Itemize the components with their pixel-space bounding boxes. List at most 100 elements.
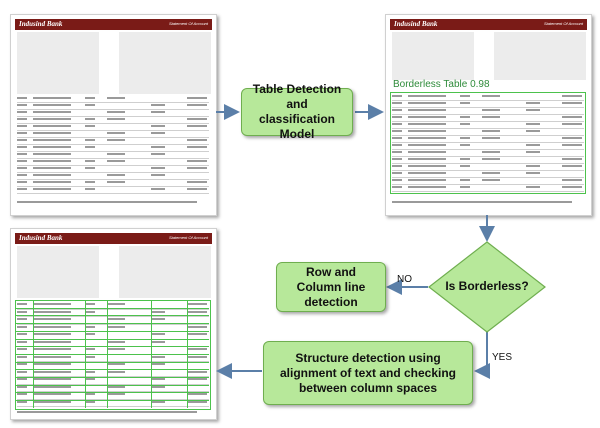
row-separator bbox=[15, 346, 209, 348]
row-text bbox=[408, 95, 446, 97]
row-text bbox=[107, 370, 125, 373]
row-text bbox=[187, 146, 207, 148]
row-divider bbox=[392, 163, 584, 164]
row-text bbox=[151, 132, 165, 134]
row-divider bbox=[17, 109, 209, 110]
row-text bbox=[460, 123, 470, 125]
row-divider bbox=[17, 316, 209, 317]
row-separator bbox=[15, 392, 209, 394]
row-divider bbox=[392, 156, 584, 157]
row-separator bbox=[15, 377, 209, 378]
row-divider bbox=[392, 149, 584, 150]
row-text bbox=[85, 139, 95, 141]
row-divider bbox=[17, 398, 209, 400]
row-text bbox=[562, 95, 582, 97]
row-divider bbox=[17, 151, 209, 152]
row-text bbox=[151, 188, 165, 190]
row-text bbox=[107, 160, 125, 162]
row-text bbox=[33, 188, 71, 190]
row-text bbox=[17, 333, 27, 335]
decision-diamond bbox=[428, 241, 546, 333]
borderless-table-label: Borderless Table 0.98 bbox=[393, 79, 490, 90]
row-text bbox=[187, 160, 207, 162]
row-text bbox=[17, 139, 27, 141]
row-text bbox=[562, 116, 582, 118]
row-text bbox=[107, 363, 125, 365]
row-text bbox=[408, 158, 446, 160]
row-text bbox=[526, 186, 540, 188]
row-text bbox=[562, 186, 582, 188]
row-text bbox=[33, 393, 71, 395]
row-divider bbox=[17, 137, 209, 138]
row-text bbox=[85, 400, 95, 403]
row-separator bbox=[15, 338, 209, 340]
row-text bbox=[33, 348, 71, 350]
row-text bbox=[85, 181, 95, 183]
row-text bbox=[151, 355, 165, 358]
row-text bbox=[392, 137, 402, 139]
row-text bbox=[17, 378, 27, 380]
row-text bbox=[392, 144, 402, 146]
input-statement-document: Indusind Bank Statement Of Account bbox=[10, 14, 217, 216]
row-text bbox=[151, 333, 165, 335]
row-text bbox=[107, 385, 125, 388]
row-text bbox=[33, 400, 71, 403]
row-text bbox=[17, 181, 27, 183]
row-text bbox=[17, 118, 27, 120]
row-text bbox=[17, 125, 27, 127]
row-text bbox=[17, 385, 27, 388]
yes-label: YES bbox=[492, 352, 513, 363]
row-text bbox=[187, 188, 207, 190]
row-separator bbox=[15, 384, 209, 386]
row-text bbox=[187, 378, 207, 380]
row-text bbox=[408, 123, 446, 125]
row-text bbox=[482, 109, 500, 111]
row-text bbox=[33, 325, 71, 328]
row-text bbox=[151, 318, 165, 320]
is-borderless-label: Is Borderless? bbox=[445, 279, 529, 293]
row-text bbox=[17, 146, 27, 148]
account-info-block bbox=[119, 246, 211, 298]
row-text bbox=[151, 363, 165, 365]
row-text bbox=[33, 153, 71, 155]
row-text bbox=[151, 125, 165, 127]
row-text bbox=[85, 167, 95, 169]
row-divider bbox=[17, 158, 209, 159]
arrow-decision-yes bbox=[474, 332, 490, 379]
row-divider bbox=[392, 135, 584, 136]
row-text bbox=[408, 109, 446, 111]
row-text bbox=[33, 97, 71, 99]
row-text bbox=[151, 310, 165, 313]
row-text bbox=[107, 174, 125, 176]
row-text bbox=[17, 132, 27, 134]
row-text bbox=[187, 400, 207, 403]
row-text bbox=[526, 172, 540, 174]
row-text bbox=[526, 109, 540, 111]
row-text bbox=[107, 118, 125, 120]
row-separator bbox=[15, 323, 209, 325]
row-divider bbox=[392, 121, 584, 122]
row-text bbox=[392, 130, 402, 132]
row-text bbox=[33, 318, 71, 320]
row-text bbox=[392, 186, 402, 188]
row-text bbox=[107, 303, 125, 305]
row-text bbox=[482, 95, 500, 97]
row-text bbox=[17, 188, 27, 190]
row-text bbox=[85, 310, 95, 313]
row-divider bbox=[17, 130, 209, 131]
statement-label: Statement Of Account bbox=[544, 21, 583, 26]
row-text bbox=[187, 181, 207, 183]
row-text bbox=[33, 111, 71, 113]
row-text bbox=[187, 348, 207, 350]
row-text bbox=[392, 123, 402, 125]
row-text bbox=[526, 144, 540, 146]
row-text bbox=[151, 153, 165, 155]
row-divider bbox=[17, 368, 209, 370]
row-text bbox=[460, 144, 470, 146]
row-text bbox=[17, 104, 27, 106]
row-divider bbox=[17, 361, 209, 362]
row-text bbox=[187, 393, 207, 395]
row-text bbox=[187, 370, 207, 373]
row-divider bbox=[17, 123, 209, 124]
